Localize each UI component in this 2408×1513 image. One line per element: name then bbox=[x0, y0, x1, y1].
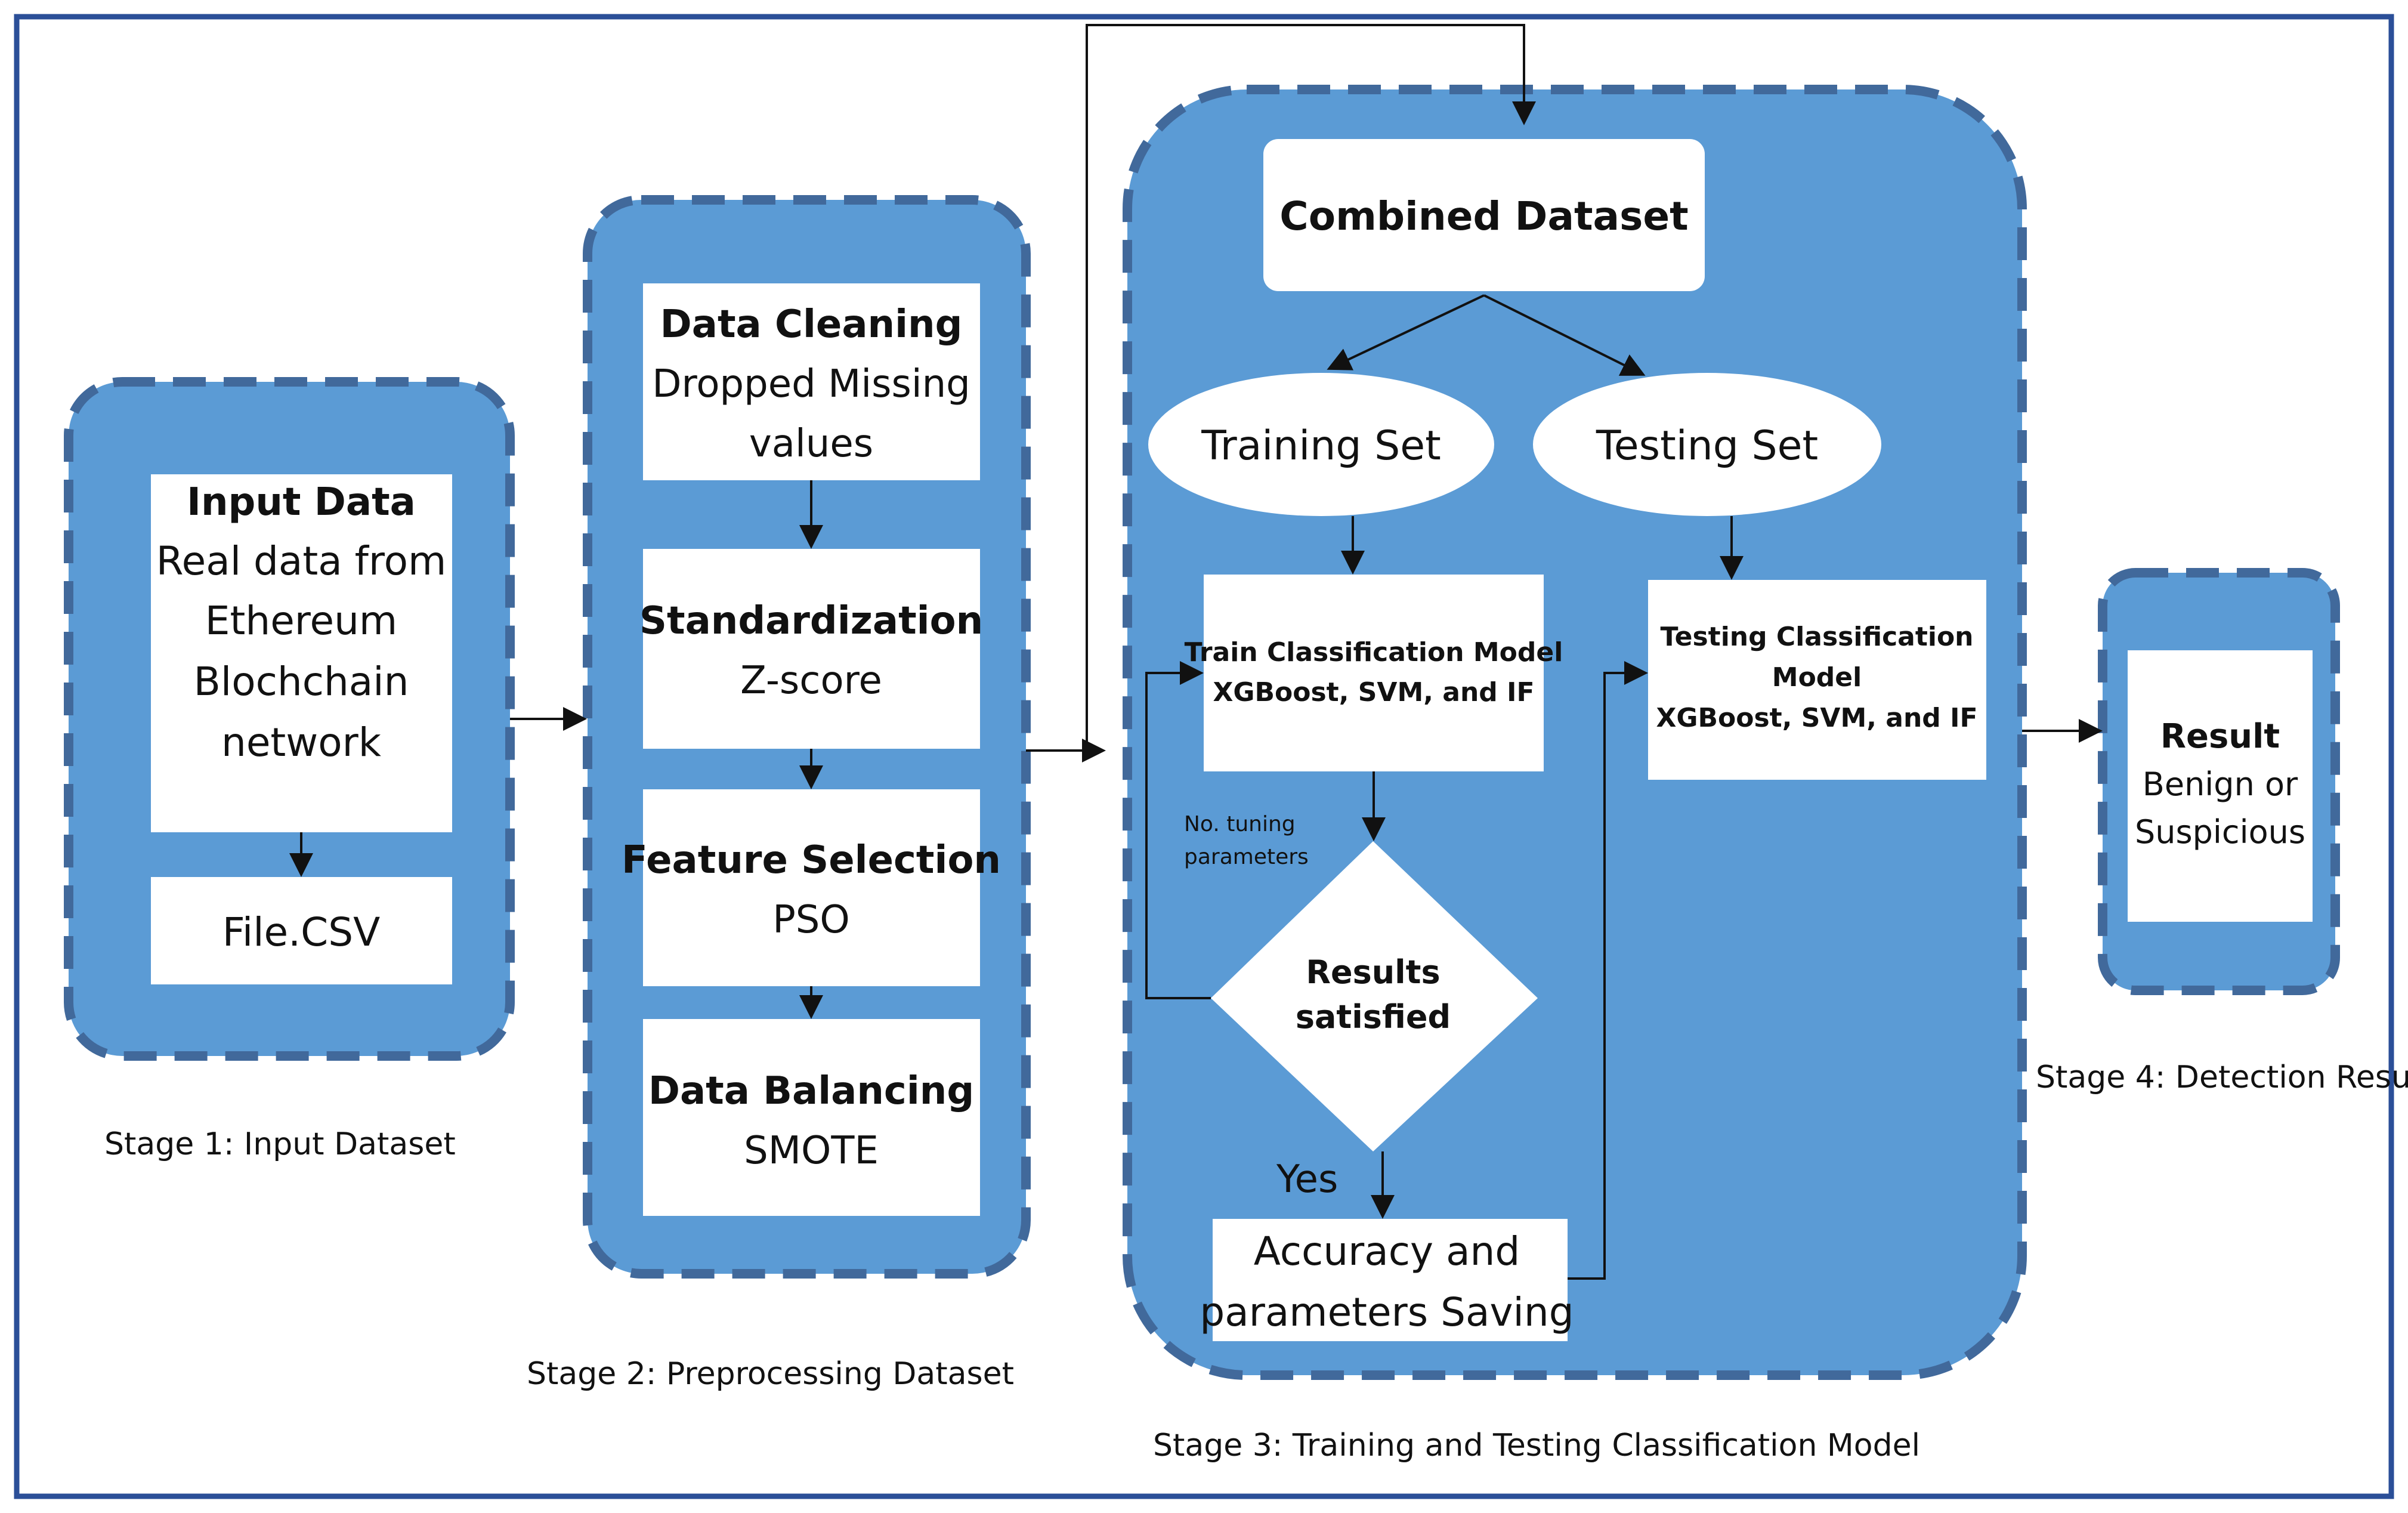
result-box bbox=[2128, 650, 2313, 922]
stage2-caption: Stage 2: Preprocessing Dataset bbox=[527, 1356, 1014, 1392]
decision-line-1: Results bbox=[1306, 953, 1440, 991]
input-data-line-1: Real data from bbox=[156, 538, 447, 584]
file-csv-box bbox=[151, 877, 452, 984]
standardization-title: Standardization bbox=[639, 599, 983, 643]
train-model-box bbox=[1204, 575, 1544, 771]
testing-set-label: Testing Set bbox=[1596, 422, 1818, 470]
data-balancing-title: Data Balancing bbox=[648, 1069, 974, 1113]
data-balancing-line-1: SMOTE bbox=[744, 1129, 879, 1173]
no-tuning-label-line-1: No. tuning bbox=[1184, 812, 1296, 836]
input-data-box bbox=[151, 474, 452, 832]
data-cleaning-title: Data Cleaning bbox=[660, 302, 963, 347]
arrow-combined-to-testing bbox=[1483, 294, 1646, 376]
stage3-caption: Stage 3: Training and Testing Classifica… bbox=[1153, 1428, 1920, 1463]
standardization-line-1: Z-score bbox=[740, 659, 882, 703]
input-data-title: Input Data bbox=[187, 480, 416, 524]
result-line-1: Benign or bbox=[2143, 765, 2298, 803]
results-decision-diamond bbox=[1211, 841, 1538, 1151]
combined-dataset-box bbox=[1263, 139, 1705, 291]
arrow-no-loop-back bbox=[1145, 661, 1211, 999]
test-model-line-2: Model bbox=[1772, 662, 1862, 693]
input-data-line-3: Blochchain bbox=[194, 659, 409, 705]
train-model-line-2: XGBoost, SVM, and IF bbox=[1213, 677, 1534, 708]
training-set-label: Training Set bbox=[1201, 422, 1441, 470]
feature-selection-line-1: PSO bbox=[772, 898, 850, 942]
accuracy-saving-line-1: Accuracy and bbox=[1254, 1228, 1520, 1274]
arrow-combined-to-training bbox=[1327, 294, 1485, 370]
testing-set-ellipse bbox=[1533, 373, 1881, 516]
result-title: Result bbox=[2160, 717, 2280, 756]
input-data-line-4: network bbox=[221, 720, 382, 765]
data-cleaning-line-2: values bbox=[749, 422, 873, 466]
feature-selection-title: Feature Selection bbox=[622, 838, 1001, 882]
test-model-line-1: Testing Classification bbox=[1660, 622, 1973, 652]
file-csv-label: File.CSV bbox=[222, 909, 381, 955]
feature-selection-box bbox=[643, 789, 980, 986]
result-line-2: Suspicious bbox=[2135, 813, 2305, 851]
accuracy-saving-box bbox=[1213, 1219, 1568, 1341]
no-tuning-label-line-2: parameters bbox=[1184, 845, 1309, 869]
accuracy-saving-line-2: parameters Saving bbox=[1200, 1289, 1574, 1335]
train-model-line-1: Train Classification Model bbox=[1185, 637, 1563, 668]
input-data-line-2: Ethereum bbox=[205, 598, 397, 644]
test-model-line-3: XGBoost, SVM, and IF bbox=[1656, 703, 1977, 733]
line-top-loop bbox=[1086, 24, 1536, 751]
decision-line-2: satisfied bbox=[1296, 998, 1451, 1036]
test-model-box bbox=[1648, 580, 1986, 780]
yes-label: Yes bbox=[1276, 1157, 1338, 1202]
training-set-ellipse bbox=[1148, 373, 1494, 516]
stage4-caption: Stage 4: Detection Result bbox=[2036, 1060, 2408, 1095]
data-cleaning-box bbox=[643, 283, 980, 480]
combined-dataset-title: Combined Dataset bbox=[1279, 193, 1688, 239]
data-balancing-box bbox=[643, 1019, 980, 1216]
data-cleaning-line-1: Dropped Missing bbox=[652, 362, 970, 406]
stage1-caption: Stage 1: Input Dataset bbox=[104, 1126, 456, 1162]
arrow-saving-to-test-model bbox=[1568, 661, 1648, 1280]
standardization-box bbox=[643, 549, 980, 749]
